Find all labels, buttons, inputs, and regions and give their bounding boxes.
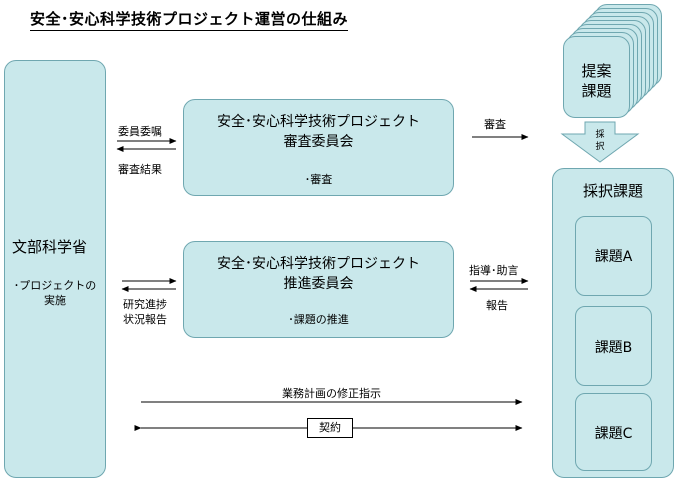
adopted-project-b-label: 課題B — [594, 340, 633, 356]
diagram-title: 安全･安心科学技術プロジェクト運営の仕組み — [30, 8, 349, 31]
review-committee-duty: ･審査 — [304, 173, 333, 186]
adopted-project-c — [575, 393, 652, 471]
promotion-committee-name-line2: 推進委員会 — [283, 276, 354, 292]
adoption-block-arrow — [560, 121, 640, 163]
promotion-committee-name-line1: 安全･安心科学技術プロジェクト — [217, 256, 420, 272]
promotion-committee-duty: ･課題の推進 — [288, 313, 349, 326]
proposal-card-front — [563, 36, 630, 118]
ministry-box — [4, 60, 106, 478]
ministry-role-line1: ･プロジェクトの — [13, 279, 97, 292]
report-label: 報告 — [486, 299, 508, 312]
adoption-label-line2: 択 — [595, 142, 605, 152]
promotion-committee-box — [183, 241, 454, 338]
adopted-project-c-label: 課題C — [594, 426, 633, 442]
adoption-label-line1: 採 — [595, 130, 605, 140]
plan-revision-label: 業務計画の修正指示 — [282, 387, 381, 400]
review-committee-name-line1: 安全･安心科学技術プロジェクト — [217, 114, 420, 130]
adopted-projects-title: 採択課題 — [582, 182, 643, 200]
contract-label: 契約 — [307, 418, 353, 438]
proposal-label-line1: 提案 — [581, 62, 612, 80]
review-committee-box — [183, 99, 454, 196]
adopted-project-a — [575, 216, 652, 296]
review-result-label: 審査結果 — [118, 163, 162, 176]
ministry-role-line2: 実施 — [44, 294, 66, 307]
ministry-name: 文部科学省 — [12, 238, 88, 256]
commission-label: 委員委嘱 — [118, 125, 162, 138]
progress-label-line1: 研究進捗 — [123, 298, 167, 311]
progress-label-line2: 状況報告 — [123, 313, 167, 326]
proposal-label-line2: 課題 — [581, 82, 612, 100]
review-label: 審査 — [484, 118, 506, 131]
guidance-label: 指導･助言 — [469, 264, 519, 277]
review-committee-name-line2: 審査委員会 — [283, 134, 354, 150]
adopted-project-a-label: 課題A — [594, 249, 633, 265]
adopted-project-b — [575, 306, 652, 386]
